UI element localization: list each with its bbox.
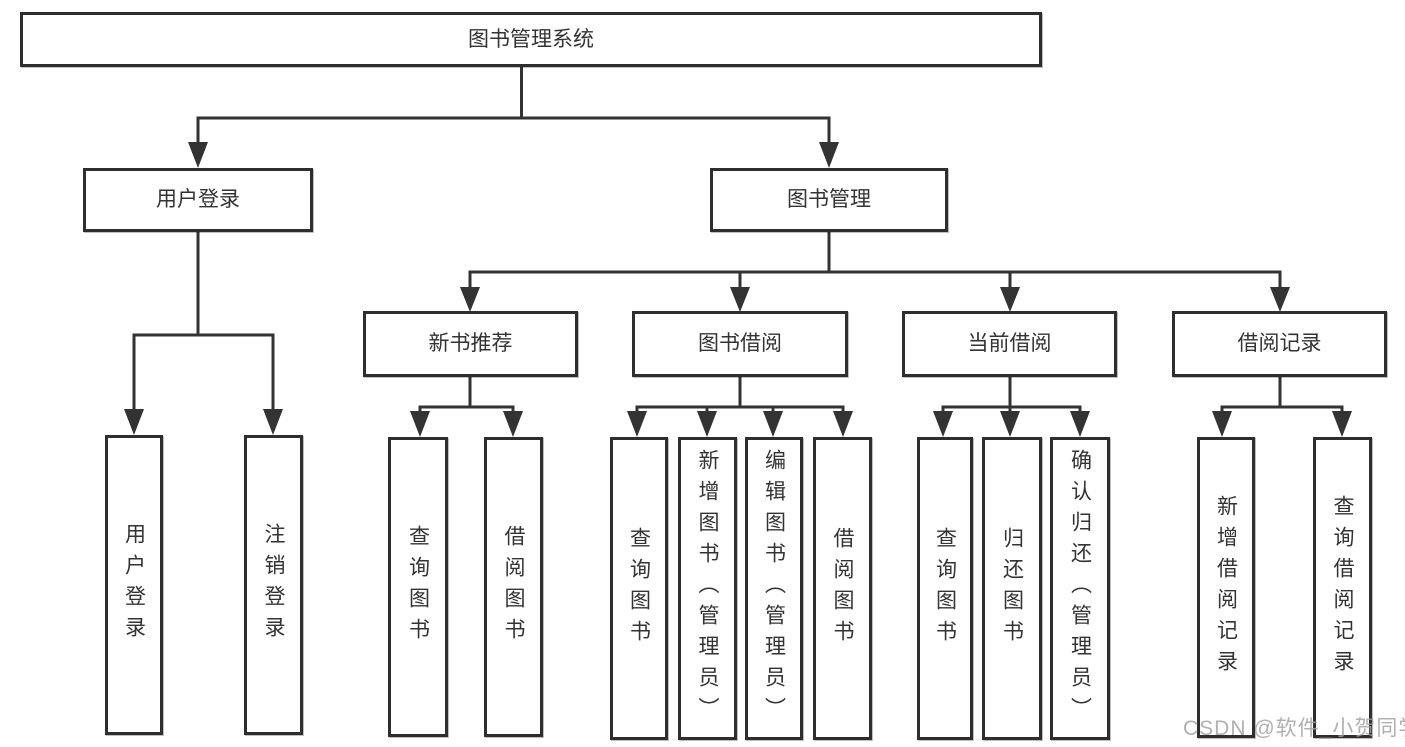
connector-book-management (468, 232, 1282, 288)
connector-borrow-records (1220, 377, 1344, 414)
arrowhead-icon (1270, 287, 1290, 312)
arrowhead-icon (697, 411, 717, 437)
leaf-user-login: 用户登录 (105, 435, 163, 735)
arrowhead-icon (933, 411, 953, 437)
leaf-add-books-admin: 新增图书（管理员） (678, 437, 737, 740)
arrowhead-icon (263, 409, 283, 435)
connector-book-borrow (635, 377, 845, 414)
connector-new-book (418, 377, 515, 414)
watermark: CSDN @软件_小贺同学 (1183, 717, 1405, 740)
leaf-confirm-return-admin: 确认归还（管理员） (1050, 437, 1110, 740)
connector-user-login (132, 232, 275, 410)
arrowhead-icon (1000, 411, 1020, 437)
node-root: 图书管理系统 (20, 12, 1042, 67)
leaf-add-borrow-record: 新增借阅记录 (1197, 437, 1255, 738)
leaf-edit-books-admin: 编辑图书（管理员） (745, 437, 803, 740)
leaf-return-books: 归还图书 (982, 437, 1042, 740)
arrowhead-icon (124, 409, 144, 435)
arrowhead-icon (460, 287, 480, 312)
arrowhead-icon (1070, 411, 1090, 437)
arrowhead-icon (819, 142, 839, 168)
arrowhead-icon (627, 411, 647, 437)
arrowhead-icon (503, 411, 523, 437)
arrowhead-icon (1212, 411, 1232, 437)
arrowhead-icon (188, 142, 208, 168)
leaf-query-books-current: 查询图书 (917, 437, 973, 740)
node-book-management: 图书管理 (710, 168, 948, 232)
arrowhead-icon (730, 287, 750, 312)
leaf-borrow-books: 借阅图书 (813, 437, 872, 740)
arrowhead-icon (763, 411, 783, 437)
leaf-query-books-recommend: 查询图书 (388, 437, 448, 737)
leaf-query-books-borrow: 查询图书 (610, 437, 668, 740)
arrowhead-icon (1000, 287, 1020, 312)
arrowhead-icon (1332, 411, 1352, 437)
connector-root (196, 67, 831, 143)
leaf-logout: 注销登录 (244, 435, 303, 735)
arrowhead-icon (410, 411, 430, 437)
node-book-borrow: 图书借阅 (632, 311, 848, 377)
leaf-borrow-books-recommend: 借阅图书 (484, 437, 543, 737)
node-new-book-recommend: 新书推荐 (363, 311, 578, 377)
connector-current-borrow (941, 377, 1082, 414)
node-user-login: 用户登录 (83, 168, 313, 232)
arrowhead-icon (833, 411, 853, 437)
node-current-borrow: 当前借阅 (902, 311, 1117, 377)
leaf-query-borrow-record: 查询借阅记录 (1313, 437, 1372, 738)
node-borrow-records: 借阅记录 (1172, 311, 1387, 377)
